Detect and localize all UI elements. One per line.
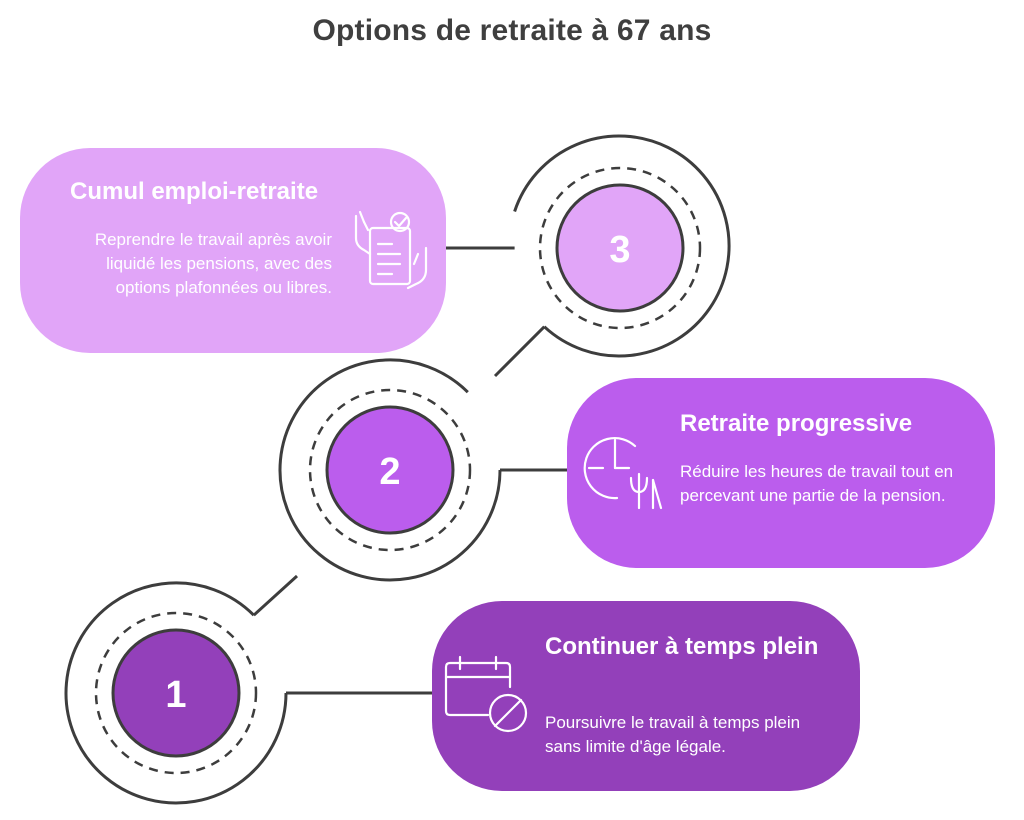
step-circle-2 [325,405,455,535]
step-circle-1 [111,628,241,758]
step-title-1: Continuer à temps plein [545,633,819,660]
step-card-2: Retraite progressive Réduire les heures … [567,378,995,568]
dashed-ring-3 [538,166,702,330]
step-circle-3 [555,183,685,313]
step-description-3: Reprendre le travail après avoir liquidé… [94,230,332,297]
step-number-1: 1 [165,674,186,716]
step-description-2: Réduire les heures de travail tout en pe… [680,462,954,505]
step-card-1: Continuer à temps plein Poursuivre le tr… [432,601,860,791]
outer-ring-3 [513,134,731,358]
connector-2-1 [252,574,299,617]
step-title-3: Cumul emploi-retraite [70,178,319,205]
connector-3-2 [493,325,546,378]
step-number-3: 3 [609,229,630,271]
step-card-3: Cumul emploi-retraite Reprendre le trava… [20,148,446,353]
step-number-2: 2 [379,451,400,493]
checklist-hands-icon [352,208,432,297]
clock-plant-icon [581,430,667,519]
step-title-2: Retraite progressive [680,410,913,437]
dashed-ring-1 [94,611,258,775]
dashed-ring-2 [308,388,472,552]
calendar-blocked-icon [444,653,530,742]
page-title: Options de retraite à 67 ans [312,14,712,47]
step-description-1: Poursuivre le travail à temps plein sans… [545,713,801,756]
outer-ring-2 [278,358,502,582]
outer-ring-1 [64,581,288,805]
